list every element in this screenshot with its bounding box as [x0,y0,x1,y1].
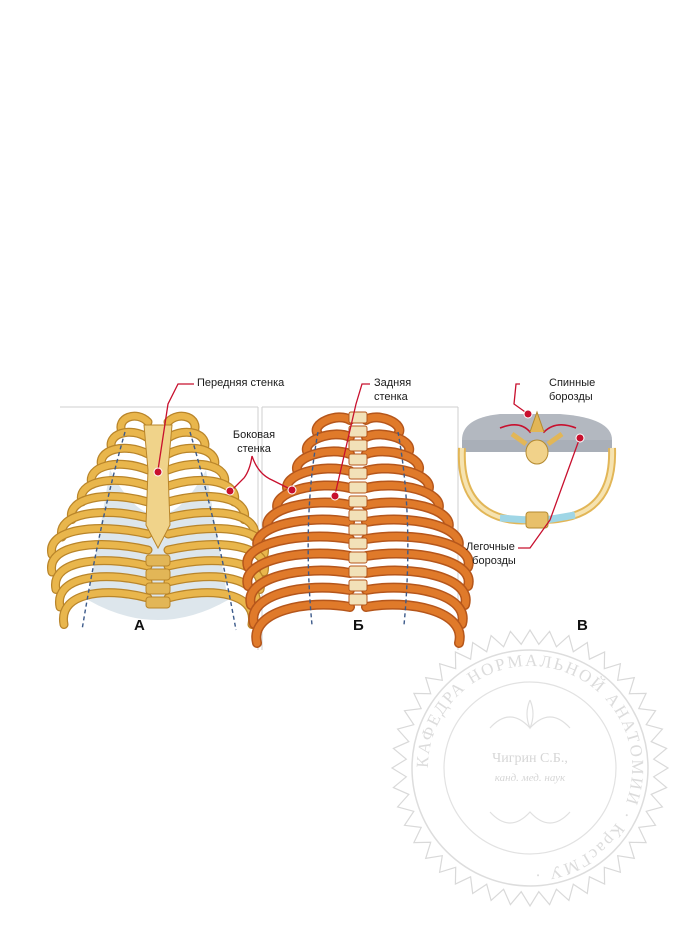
dashed-line-right [189,431,237,631]
left-rib-highlight-12 [60,589,152,628]
left-rib-highlight-5 [78,477,152,506]
right-rib-highlight-6 [362,499,453,533]
left-rib-highlight-7 [253,516,354,552]
label-dorsal-grooves-1: Спинные [549,377,596,389]
right-rib-highlight-8 [362,533,473,571]
left-rib-highlight-1 [313,413,354,438]
right-rib-highlight-2 [362,430,413,457]
right-rib-highlight-3 [164,445,218,471]
panel-letter-b: Б [353,617,364,634]
right-rib-highlight-11 [362,584,467,628]
left-rib-highlight-9 [48,541,152,576]
right-rib-highlight-9 [362,550,473,590]
right-rib-highlight-4 [362,464,433,495]
vertebra-3 [348,439,368,452]
left-rib-highlight-11 [56,573,152,611]
left-rib-highlight-8 [48,525,152,558]
right-rib-highlight-4 [164,461,228,488]
left-rib-highlight-3 [293,447,354,476]
right-rib-highlight-11 [164,573,260,611]
seal-ring-text: КАФЕДРА НОРМАЛЬНОЙ АНАТОМИИ · КрасГМУ · [413,651,647,885]
seal-degree: канд. мед. наук [494,772,566,784]
department-seal [390,628,670,908]
label-pulmonary-grooves-2: борозды [472,555,516,567]
left-rib-highlight-6 [68,493,152,523]
vertebra-13 [348,579,368,592]
left-rib-highlight-9 [243,550,354,590]
vertebra-1 [145,554,171,567]
right-rib-highlight-7 [164,509,258,541]
left-rib-highlight-8 [243,533,354,571]
left-rib-highlight-3 [98,445,152,471]
right-rib-highlight-12 [362,601,464,647]
right-rib-highlight-5 [164,477,238,506]
label-anterior-wall: Передняя стенка [197,377,285,389]
ribcage-posterior-view [242,411,474,648]
ribcage-anterior-view [47,411,269,631]
vertebra-11 [348,551,368,564]
vertebra-4 [145,596,171,609]
right-rib-highlight-6 [164,493,248,523]
label-pulmonary-grooves-1: Легочные [466,541,515,553]
right-rib-highlight-1 [362,413,403,438]
vertebra-7 [348,495,368,508]
vertebra-5 [348,467,368,480]
left-rib-highlight-7 [58,509,152,541]
left-rib-highlight-12 [252,601,354,647]
dashed-line-left [81,431,126,631]
label-dorsal-grooves-2: борозды [549,391,593,403]
vertebra-2 [348,425,368,438]
seal-name: Чигрин С.Б., [492,751,568,766]
vertebra-12 [348,565,368,578]
vertebra-2 [145,568,171,581]
left-rib-highlight-10 [52,557,152,593]
label-posterior-wall-1: Задняя [374,377,412,389]
left-rib-highlight-11 [249,584,354,628]
vertebra-3 [145,582,171,595]
right-rib-12 [361,599,465,648]
dashed-line-right [397,431,409,626]
left-rib-highlight-10 [246,567,354,609]
left-rib-highlight-4 [88,461,152,488]
right-rib-highlight-3 [362,447,423,476]
pointer-dots [153,409,585,501]
vertebra-4 [348,453,368,466]
panel-letter-v: В [577,617,588,634]
label-posterior-wall-2: стенка [374,391,408,403]
dashed-line-left [307,431,319,626]
label-lateral-wall-2: стенка [237,443,271,455]
panel-letter-a: А [134,617,145,634]
right-rib-highlight-7 [362,516,463,552]
vertebra-10 [348,537,368,550]
left-rib-12 [251,599,355,648]
left-rib-highlight-2 [303,430,354,457]
left-rib-highlight-6 [263,499,354,533]
left-rib-highlight-1 [117,412,152,436]
vertebra-6 [348,481,368,494]
right-rib-highlight-10 [362,567,470,609]
vertebra-8 [348,509,368,522]
label-lateral-wall-1: Боковая [232,429,276,441]
right-rib-highlight-5 [362,482,443,514]
left-rib-highlight-5 [273,482,354,514]
sternum [143,424,173,550]
vertebra-9 [348,523,368,536]
right-rib-highlight-1 [164,412,199,436]
pointer-lines [157,383,580,549]
thorax-cross-section [457,410,617,529]
vertebra-14 [348,593,368,606]
